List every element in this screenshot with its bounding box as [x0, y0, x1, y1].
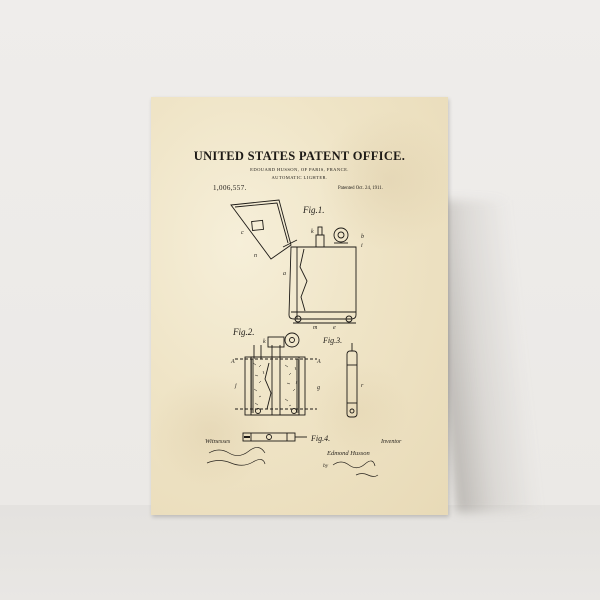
label-k: k: [311, 229, 314, 235]
figure-2-drawing: [235, 333, 317, 415]
label-i: i: [361, 243, 363, 249]
fig3-caption: Fig.3.: [322, 336, 342, 345]
by-label: by: [323, 463, 329, 469]
patent-drawing: Fig.1. Fig.2. Fig.3. Fig.4. c n a k b i …: [151, 97, 448, 515]
fig2-wall-right: [296, 359, 299, 413]
fig4-caption: Fig.4.: [310, 434, 330, 443]
label-A-left: A: [230, 359, 235, 365]
witness-signatures: [207, 447, 265, 465]
fig2-caption: Fig.2.: [232, 327, 255, 337]
label-j: j: [234, 383, 237, 389]
label-c: c: [241, 230, 244, 236]
fig4-fill: [244, 436, 250, 438]
witnesses-label: Witnesses: [205, 438, 231, 445]
label-n: n: [254, 253, 257, 259]
label-g: g: [317, 385, 320, 391]
fig2-wall-left: [251, 359, 254, 413]
label-r: r: [361, 383, 364, 389]
attorney-signature: [333, 461, 378, 477]
figure-3-drawing: [347, 343, 357, 417]
floor-surface: [0, 505, 600, 600]
inventor-label: Inventor: [380, 439, 402, 445]
label-a: a: [283, 271, 286, 277]
label-b: b: [361, 234, 364, 240]
figure-4-drawing: [243, 433, 307, 441]
label-m: m: [313, 325, 318, 331]
figure-1-drawing: [231, 200, 356, 323]
label-k2: k: [263, 339, 266, 345]
figure-2-stipple: [253, 363, 297, 406]
patent-print: UNITED STATES PATENT OFFICE. EDOUARD HUS…: [151, 97, 448, 515]
label-e: e: [333, 325, 336, 331]
fig1-caption: Fig.1.: [302, 205, 325, 215]
label-A-right: A: [316, 359, 321, 365]
inventor-name: Edmond Husson: [326, 450, 370, 457]
